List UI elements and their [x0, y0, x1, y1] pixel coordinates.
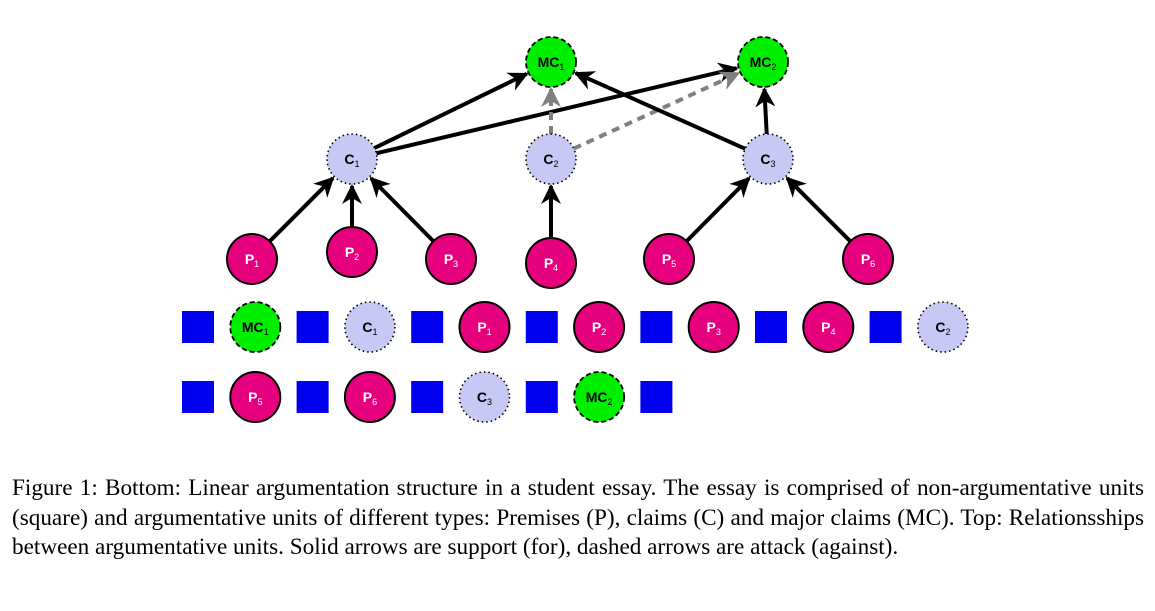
figure-caption: Figure 1: Bottom: Linear argumentation s… — [12, 475, 1144, 560]
node-circle — [525, 237, 577, 289]
node-circle — [802, 301, 855, 353]
node-p4-linear: P4 — [802, 301, 855, 353]
non-argumentative-unit — [411, 311, 444, 343]
node-circle — [525, 133, 577, 185]
node-p5-linear: P5 — [229, 371, 282, 423]
node-circle — [326, 226, 378, 278]
node-p4: P4 — [525, 237, 577, 289]
node-circle — [737, 36, 789, 88]
node-p6-linear: P6 — [343, 371, 396, 423]
node-label-p6: P6 — [363, 389, 377, 407]
node-p2-linear: P2 — [573, 301, 626, 353]
support-arrow-p3-to-c1 — [369, 176, 435, 243]
non-argumentative-unit — [869, 311, 902, 343]
support-arrow-c3-to-mc2 — [755, 86, 776, 135]
node-circle — [742, 133, 794, 185]
node-circle — [344, 301, 396, 353]
node-label-p5: P5 — [662, 251, 676, 269]
node-circle — [229, 301, 282, 353]
node-mc1: MC1 — [525, 36, 577, 88]
node-label-p2: P2 — [345, 244, 359, 262]
node-mc2-linear: MC2 — [573, 371, 625, 423]
node-c3-linear: C3 — [458, 371, 511, 423]
node-circle — [326, 133, 378, 185]
node-label-p4: P4 — [821, 319, 835, 337]
node-label-p5: P5 — [248, 389, 262, 407]
node-circle — [573, 371, 625, 423]
support-arrow-c3-to-mc1 — [573, 71, 746, 151]
node-circle — [229, 371, 282, 423]
node-circle — [687, 301, 740, 353]
node-c2: C2 — [525, 133, 577, 185]
relation-edges — [268, 62, 852, 243]
node-mc1-linear: MC1 — [229, 301, 282, 353]
non-argumentative-unit — [296, 381, 329, 413]
node-label-mc1: MC1 — [538, 54, 565, 72]
node-circle — [573, 301, 626, 353]
node-p1: P1 — [226, 233, 278, 285]
support-arrow-c1-to-mc1 — [373, 72, 529, 150]
node-label-c2: C2 — [935, 319, 950, 337]
node-label-p1: P1 — [245, 251, 259, 269]
node-label-mc2: MC2 — [750, 54, 777, 72]
non-argumentative-unit — [640, 381, 673, 413]
node-label-c1: C1 — [362, 319, 377, 337]
support-arrow-p6-to-c3 — [785, 176, 852, 243]
node-p5: P5 — [643, 233, 695, 285]
node-circle — [917, 301, 969, 353]
node-c1-linear: C1 — [344, 301, 396, 353]
non-argumentative-unit — [182, 381, 214, 413]
non-argumentative-unit — [525, 381, 558, 413]
support-arrow-c1-to-mc2 — [375, 62, 739, 156]
support-arrow-p5-to-c3 — [685, 176, 751, 243]
node-label-c3: C3 — [477, 389, 492, 407]
non-argumentative-unit — [296, 311, 329, 343]
node-label-mc1: MC1 — [242, 319, 269, 337]
node-circle — [343, 371, 396, 423]
non-argumentative-unit — [411, 381, 444, 413]
node-label-p3: P3 — [707, 319, 721, 337]
non-argumentative-unit — [755, 311, 787, 343]
node-label-p6: P6 — [861, 251, 875, 269]
non-argumentative-unit — [182, 311, 214, 343]
node-circle — [458, 301, 511, 353]
node-c2-linear: C2 — [917, 301, 969, 353]
node-p1-linear: P1 — [458, 301, 511, 353]
node-p2: P2 — [326, 226, 378, 278]
node-circle — [425, 233, 477, 285]
node-circle — [643, 233, 695, 285]
node-label-p4: P4 — [544, 255, 558, 273]
non-argumentative-unit — [525, 311, 558, 343]
non-argumentative-unit — [640, 311, 673, 343]
node-label-mc2: MC2 — [586, 389, 613, 407]
node-label-c1: C1 — [344, 151, 359, 169]
node-label-p2: P2 — [592, 319, 606, 337]
node-label-p1: P1 — [477, 319, 491, 337]
node-circle — [525, 36, 577, 88]
support-arrow-p1-to-c1 — [268, 176, 335, 243]
node-label-c2: C2 — [543, 151, 558, 169]
node-mc2: MC2 — [737, 36, 789, 88]
node-p6: P6 — [842, 233, 894, 285]
node-c1: C1 — [326, 133, 378, 185]
node-label-c3: C3 — [760, 151, 775, 169]
node-circle — [842, 233, 894, 285]
node-circle — [458, 371, 511, 423]
node-p3-linear: P3 — [687, 301, 740, 353]
node-c3: C3 — [742, 133, 794, 185]
node-p3: P3 — [425, 233, 477, 285]
node-label-p3: P3 — [444, 251, 458, 269]
node-circle — [226, 233, 278, 285]
